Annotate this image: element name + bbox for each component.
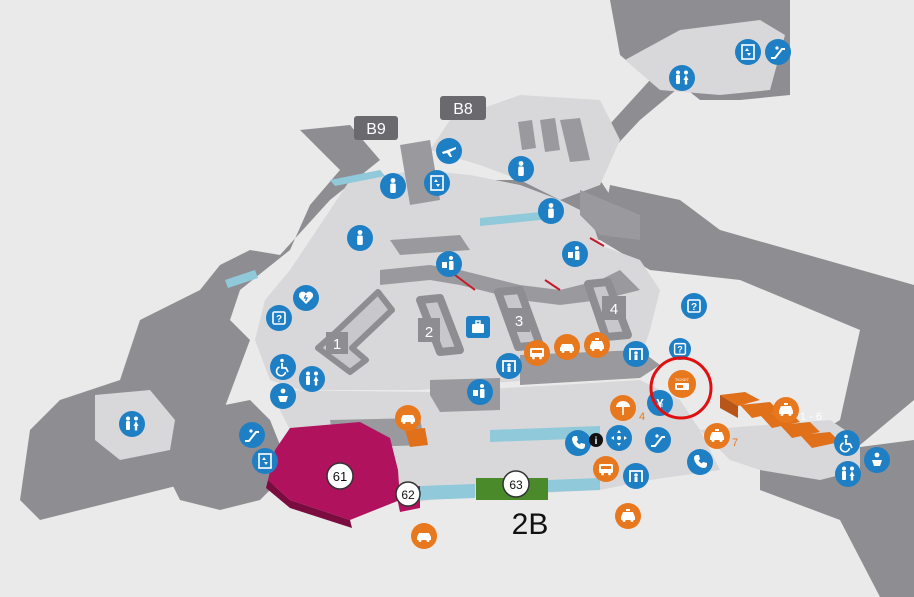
service-icons: i [119,39,890,489]
baggage-icon[interactable] [466,316,490,338]
terminal-2b-label: 2B [512,508,549,541]
taxi-rank-label: 1 - 6 [800,411,822,423]
car-rental-icon[interactable] [395,405,421,431]
accessible-icon[interactable] [834,430,860,456]
belt-2-label: 2 [425,324,433,341]
terminal-building [20,0,914,597]
gate-b8-tag[interactable]: B8 [440,96,486,120]
customs-icon[interactable] [467,379,493,405]
phone-icon[interactable] [687,449,713,475]
info-icon[interactable] [266,305,292,331]
security-lines [454,237,605,291]
highlight-circle [649,356,713,420]
meeting-point-icon[interactable] [606,425,632,451]
restroom-icon[interactable] [669,65,695,91]
baby-change-icon[interactable] [270,383,296,409]
gate-63-area[interactable]: 63 [476,470,548,500]
elevator-icon[interactable] [735,39,761,65]
info-icon[interactable] [681,293,707,319]
ticket-icon[interactable]: TICKET [668,370,696,398]
customs-icon[interactable] [436,251,462,277]
taxi-icon[interactable] [773,397,799,423]
ticket-label: TICKET [675,377,690,382]
gate-62-label: 62 [401,488,415,502]
security-icon[interactable] [623,341,649,367]
customs-icon[interactable] [436,138,462,164]
taxi-number-label: 7 [732,437,738,449]
taxi-icon[interactable] [584,332,610,358]
restroom-icon[interactable] [119,411,145,437]
transport-icons: 4 TICKET 1 - 6 7 [395,332,822,549]
elevator-icon[interactable] [252,448,278,474]
belt-4-label: 4 [610,301,618,318]
gate-61-label: 61 [333,469,347,484]
taxi-icon[interactable] [704,423,730,449]
taxi-icon[interactable] [615,503,641,529]
belt-3-label: 3 [515,313,523,330]
belt-1-label: 1 [333,336,341,353]
info-icon[interactable] [669,338,691,360]
defibrillator-icon[interactable] [293,285,319,311]
car-rental-icon[interactable] [554,334,580,360]
security-icon[interactable] [496,353,522,379]
bus-icon[interactable] [524,340,550,366]
escalator-icon[interactable] [239,422,265,448]
belt-4: 4 [584,278,632,341]
baby-change-icon[interactable] [864,447,890,473]
restroom-icon[interactable] [299,366,325,392]
escalator-icon[interactable] [765,39,791,65]
svg-text:i: i [595,436,598,447]
accessible-icon[interactable] [270,354,296,380]
baggage-belts: 1 2 3 4 [315,278,632,375]
bus-icon[interactable] [593,456,619,482]
belt-2: 2 [416,294,464,356]
escalator-icon[interactable] [645,427,671,453]
car-rental-icon[interactable] [411,523,437,549]
belt-1: 1 [315,289,395,375]
customs-icon[interactable] [562,241,588,267]
gate-62-area[interactable]: 62 [395,481,421,512]
elevator-icon[interactable] [424,170,450,196]
gate-61-area[interactable]: 61 [266,422,400,528]
gate-63-label: 63 [509,478,523,492]
person-icon[interactable] [538,198,564,224]
info-dot-icon[interactable]: i [589,433,603,447]
phone-icon[interactable] [565,430,591,456]
beach-number-label: 4 [639,411,645,423]
gate-b8-label: B8 [453,101,473,118]
person-icon[interactable] [347,225,373,251]
restroom-icon[interactable] [835,461,861,487]
gate-b9-tag[interactable]: B9 [354,116,398,140]
person-icon[interactable] [508,156,534,182]
person-icon[interactable] [380,173,406,199]
beach-icon[interactable] [610,395,636,421]
gate-b9-label: B9 [366,121,386,138]
security-icon[interactable] [623,463,649,489]
